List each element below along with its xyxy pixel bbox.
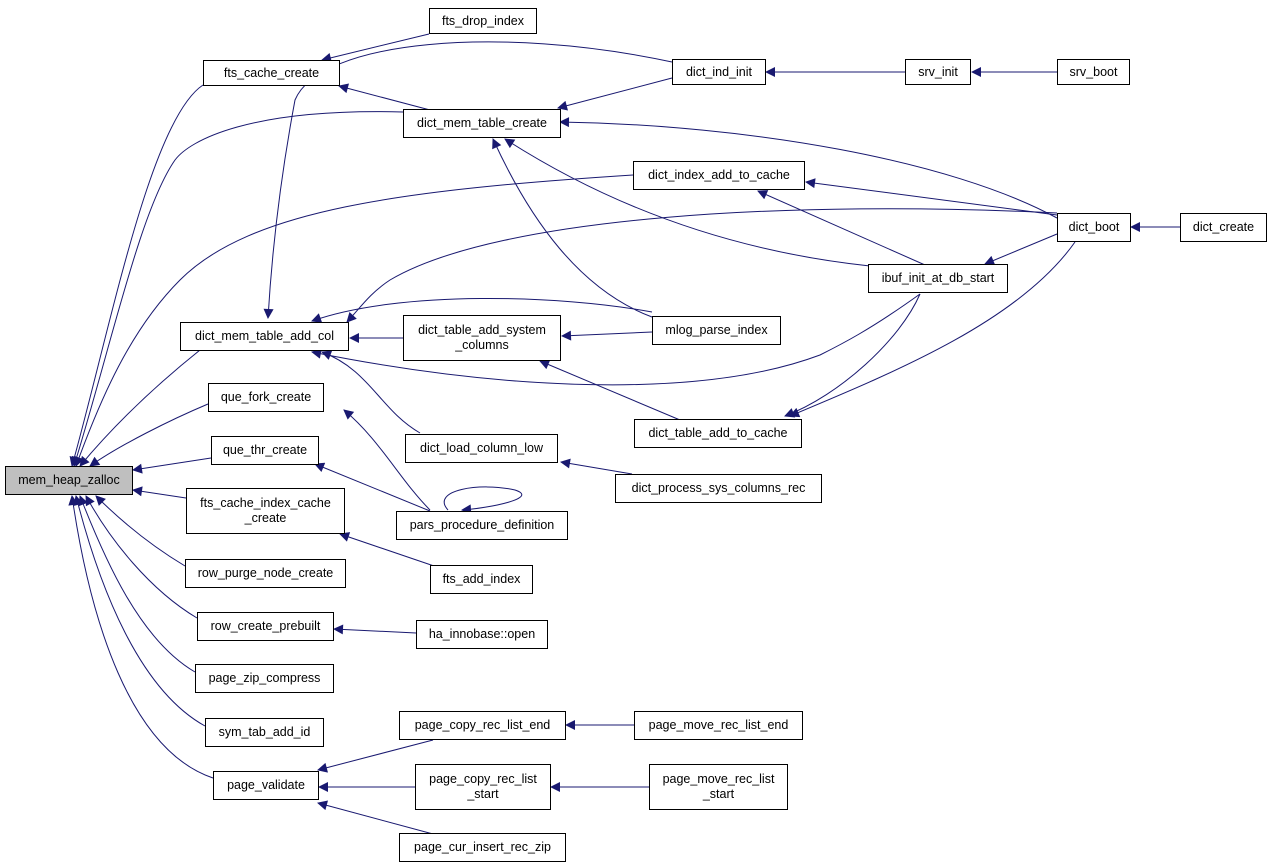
edge-row_purge_node_create-mem_heap_zalloc bbox=[95, 495, 186, 567]
node-dict_mem_table_add_col[interactable]: dict_mem_table_add_col bbox=[180, 322, 349, 351]
edge-page_copy_rec_list_end-page_validate bbox=[317, 739, 434, 773]
edge-mlog_parse_index-dict_table_add_system_columns bbox=[561, 330, 653, 341]
edge-dict_boot-dict_mem_table_create bbox=[559, 117, 1058, 219]
edge-dict_table_add_to_cache-dict_table_add_system_columns bbox=[539, 359, 681, 421]
node-fts_drop_index[interactable]: fts_drop_index bbox=[429, 8, 537, 34]
edge-dict_ind_init-dict_mem_table_create bbox=[557, 77, 673, 111]
node-fts_add_index[interactable]: fts_add_index bbox=[430, 565, 533, 594]
node-que_thr_create[interactable]: que_thr_create bbox=[211, 436, 319, 465]
edge-dict_mem_table_create-fts_cache_create bbox=[338, 83, 431, 111]
edge-fts_add_index-fts_cache_index_cache_create bbox=[339, 532, 438, 568]
edge-dict_boot-ibuf_init_at_db_start bbox=[984, 233, 1058, 266]
node-dict_table_add_to_cache[interactable]: dict_table_add_to_cache bbox=[634, 419, 802, 448]
node-fts_cache_create[interactable]: fts_cache_create bbox=[203, 60, 340, 86]
edge-dict_boot-dict_index_add_to_cache bbox=[805, 178, 1058, 216]
edge-pars_procedure_definition-que_thr_create bbox=[314, 462, 431, 512]
edge-page_validate-mem_heap_zalloc bbox=[68, 495, 214, 779]
edge-que_thr_create-mem_heap_zalloc bbox=[132, 457, 212, 474]
node-page_zip_compress[interactable]: page_zip_compress bbox=[195, 664, 334, 693]
edge-ibuf_init_at_db_start-dict_index_add_to_cache bbox=[757, 190, 926, 266]
node-dict_mem_table_create[interactable]: dict_mem_table_create bbox=[403, 109, 561, 138]
edge-dict_index_add_to_cache-mem_heap_zalloc bbox=[74, 174, 634, 467]
node-page_move_rec_list_start[interactable]: page_move_rec_list _start bbox=[649, 764, 788, 810]
edge-mlog_parse_index-dict_mem_table_add_col bbox=[311, 297, 653, 323]
edge-page_zip_compress-mem_heap_zalloc bbox=[78, 495, 196, 673]
edge-ha_innobase_open-row_create_prebuilt bbox=[333, 624, 417, 635]
node-srv_boot[interactable]: srv_boot bbox=[1057, 59, 1130, 85]
node-dict_create[interactable]: dict_create bbox=[1180, 213, 1267, 242]
node-ha_innobase_open[interactable]: ha_innobase::open bbox=[416, 620, 548, 649]
edge-fts_drop_index-fts_cache_create bbox=[321, 33, 430, 63]
node-page_validate[interactable]: page_validate bbox=[213, 771, 319, 800]
node-dict_index_add_to_cache[interactable]: dict_index_add_to_cache bbox=[633, 161, 805, 190]
node-row_create_prebuilt[interactable]: row_create_prebuilt bbox=[197, 612, 334, 641]
node-sym_tab_add_id[interactable]: sym_tab_add_id bbox=[205, 718, 324, 747]
edge-fts_cache_index_cache_create-mem_heap_zalloc bbox=[132, 486, 187, 499]
node-page_move_rec_list_end[interactable]: page_move_rec_list_end bbox=[634, 711, 803, 740]
edge-page_cur_insert_rec_zip-page_validate bbox=[317, 800, 434, 835]
node-ibuf_init_at_db_start[interactable]: ibuf_init_at_db_start bbox=[868, 264, 1008, 293]
node-dict_process_sys_columns_rec[interactable]: dict_process_sys_columns_rec bbox=[615, 474, 822, 503]
node-page_cur_insert_rec_zip[interactable]: page_cur_insert_rec_zip bbox=[399, 833, 566, 862]
edge-fts_cache_create-mem_heap_zalloc bbox=[69, 84, 204, 467]
node-srv_init[interactable]: srv_init bbox=[905, 59, 971, 85]
node-dict_ind_init[interactable]: dict_ind_init bbox=[672, 59, 766, 85]
node-pars_procedure_definition[interactable]: pars_procedure_definition bbox=[396, 511, 568, 540]
edge-sym_tab_add_id-mem_heap_zalloc bbox=[73, 495, 206, 727]
edge-ibuf_init_at_db_start-dict_table_add_to_cache bbox=[784, 293, 921, 418]
node-page_copy_rec_list_start[interactable]: page_copy_rec_list _start bbox=[415, 764, 551, 810]
node-dict_table_add_system_columns[interactable]: dict_table_add_system _columns bbox=[403, 315, 561, 361]
edge-dict_mem_table_create-mem_heap_zalloc bbox=[71, 111, 404, 467]
edge-que_fork_create-mem_heap_zalloc bbox=[89, 403, 209, 467]
edge-dict_mem_table_add_col-mem_heap_zalloc bbox=[79, 349, 201, 467]
node-row_purge_node_create[interactable]: row_purge_node_create bbox=[185, 559, 346, 588]
node-dict_boot[interactable]: dict_boot bbox=[1057, 213, 1131, 242]
node-fts_cache_index_cache_create[interactable]: fts_cache_index_cache _create bbox=[186, 488, 345, 534]
node-que_fork_create[interactable]: que_fork_create bbox=[208, 383, 324, 412]
node-mlog_parse_index[interactable]: mlog_parse_index bbox=[652, 316, 781, 345]
edge-pars_procedure_definition-que_fork_create bbox=[343, 409, 431, 511]
edge-dict_boot-dict_table_add_to_cache bbox=[789, 241, 1076, 418]
node-dict_load_column_low[interactable]: dict_load_column_low bbox=[405, 434, 558, 463]
node-mem_heap_zalloc: mem_heap_zalloc bbox=[5, 466, 133, 495]
edge-row_create_prebuilt-mem_heap_zalloc bbox=[85, 495, 198, 619]
edge-dict_boot-dict_mem_table_add_col bbox=[346, 208, 1058, 323]
edge-pars_procedure_definition-self bbox=[443, 486, 523, 515]
edge-dict_process_sys_columns_rec-dict_load_column_low bbox=[560, 458, 633, 475]
edge-ibuf_init_at_db_start-dict_mem_table_add_col bbox=[311, 293, 921, 386]
edge-dict_load_column_low-dict_mem_table_add_col bbox=[321, 350, 421, 434]
edge-ibuf_init_at_db_start-dict_mem_table_create bbox=[504, 138, 871, 267]
node-page_copy_rec_list_end[interactable]: page_copy_rec_list_end bbox=[399, 711, 566, 740]
edge-mlog_parse_index-dict_mem_table_create bbox=[492, 138, 653, 318]
